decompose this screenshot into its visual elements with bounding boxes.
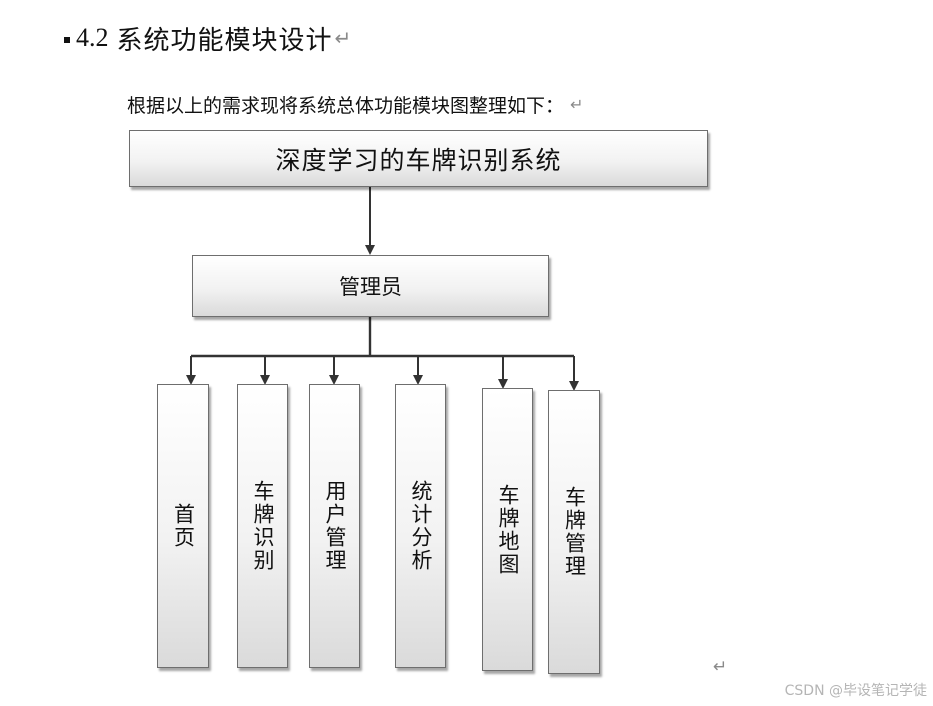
paragraph-mark-icon: ↵ — [570, 94, 584, 114]
paragraph-mark-icon: ↵ — [334, 26, 352, 50]
module-box-plate-management: 车牌管理 — [548, 390, 600, 674]
section-heading: 4.2 系统功能模块设计 ↵ — [64, 18, 351, 58]
system-root-box: 深度学习的车牌识别系统 — [129, 130, 708, 187]
heading-bullet — [64, 37, 70, 43]
paragraph-mark-icon: ↵ — [713, 657, 728, 677]
module-box-plate-recognition: 车牌识别 — [237, 384, 288, 668]
watermark: CSDN @毕设笔记学徒 — [784, 683, 927, 699]
module-box-home: 首页 — [157, 384, 209, 668]
section-number: 4.2 — [76, 23, 109, 52]
intro-text: 根据以上的需求现将系统总体功能模块图整理如下： — [127, 94, 565, 117]
section-title: 系统功能模块设计 — [116, 25, 333, 56]
module-box-statistics: 统计分析 — [395, 384, 446, 668]
admin-role-box: 管理员 — [192, 255, 549, 317]
module-box-user-management: 用户管理 — [309, 384, 360, 668]
intro-paragraph: 根据以上的需求现将系统总体功能模块图整理如下： ↵ — [127, 89, 583, 119]
module-box-plate-map: 车牌地图 — [482, 388, 533, 671]
